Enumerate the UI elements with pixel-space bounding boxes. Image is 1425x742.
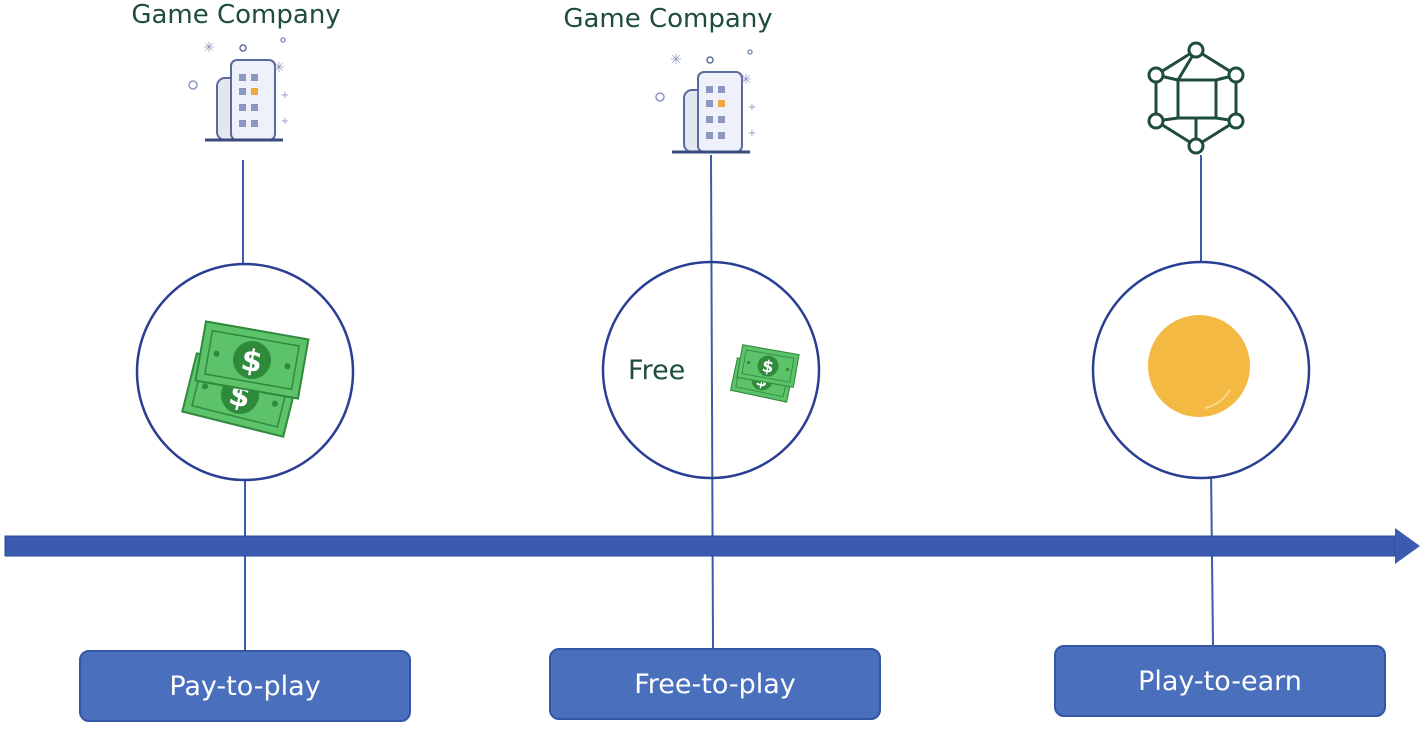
blockchain-cube-icon (1147, 41, 1245, 155)
era-box-free-to-play: Free-to-play (549, 648, 881, 720)
era-box-play-to-earn: Play-to-earn (1054, 645, 1386, 717)
office-building-icon (187, 36, 291, 142)
era-label: Pay-to-play (169, 670, 321, 702)
timeline-arrow (4, 528, 1420, 564)
era-box-pay-to-play: Pay-to-play (79, 650, 411, 722)
banknotes-icon (730, 344, 800, 403)
office-building-icon (654, 48, 758, 154)
era-label: Play-to-earn (1138, 665, 1302, 697)
connector-line-2 (710, 154, 714, 649)
stage-circle-2 (601, 260, 821, 480)
connector-line-3-bottom (1210, 469, 1214, 646)
company-label-2: Game Company (563, 4, 773, 34)
free-label: Free (628, 355, 686, 386)
gold-coin-icon (1148, 315, 1250, 417)
era-label: Free-to-play (634, 668, 796, 700)
company-label-1: Game Company (131, 0, 341, 30)
